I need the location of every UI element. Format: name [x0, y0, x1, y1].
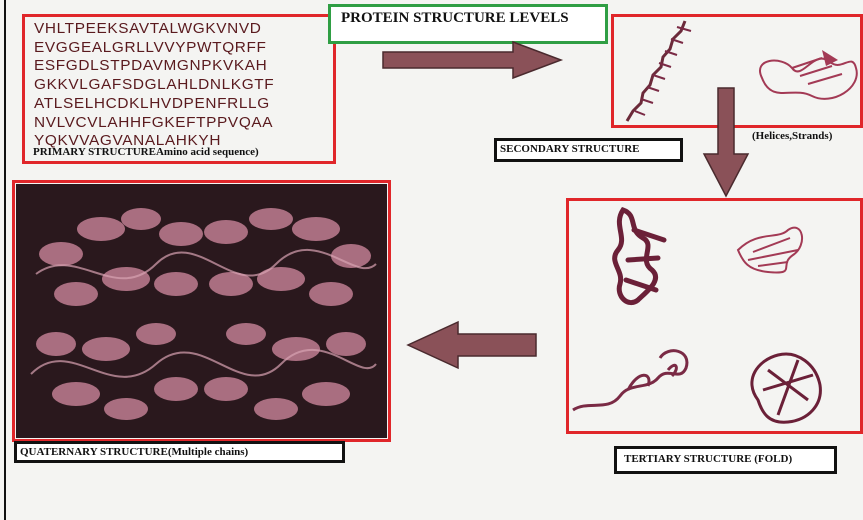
primary-label-main: PRIMARY STRUCTURE — [33, 146, 156, 158]
left-border — [4, 0, 6, 520]
arrow-primary-to-secondary — [383, 42, 563, 78]
arrow-secondary-to-tertiary — [704, 88, 750, 198]
sequence-line: VHLTPEEKSAVTALWGKVNVD — [34, 20, 352, 39]
primary-structure-label: PRIMARY STRUCTUREAmino acid sequence) — [33, 146, 259, 158]
tertiary-structure-label: TERTIARY STRUCTURE (FOLD) — [624, 453, 792, 465]
helix-image — [615, 17, 705, 129]
sequence-line: NVLVCVLAHHFGKEFTPPVQAA — [34, 114, 352, 133]
quaternary-protein-image — [16, 184, 387, 438]
primary-label-sub: Amino acid sequence) — [156, 146, 259, 158]
quaternary-structure-label: QUATERNARY STRUCTURE(Multiple chains) — [20, 446, 248, 458]
sequence-line: ATLSELHCDKLHVDPENFRLLG — [34, 95, 352, 114]
secondary-note: (Helices,Strands) — [752, 130, 832, 142]
strand-image — [752, 38, 863, 110]
sequence-line: EVGGEALGRLLVVYPWTQRFF — [34, 39, 352, 58]
arrow-tertiary-to-quaternary — [408, 322, 538, 368]
sequence-line: GKKVLGAFSDGLAHLDNLKGTF — [34, 76, 352, 95]
secondary-structure-label: SECONDARY STRUCTURE — [500, 143, 639, 155]
tertiary-protein-images — [568, 200, 860, 432]
quaternary-label-sub: (Multiple chains) — [168, 446, 248, 458]
amino-acid-sequence: VHLTPEEKSAVTALWGKVNVD EVGGEALGRLLVVYPWTQ… — [34, 20, 352, 151]
page-title: PROTEIN STRUCTURE LEVELS — [341, 10, 569, 27]
sequence-line: ESFGDLSTPDAVMGNPKVKAH — [34, 57, 352, 76]
quaternary-label-main: QUATERNARY STRUCTURE — [20, 446, 168, 458]
